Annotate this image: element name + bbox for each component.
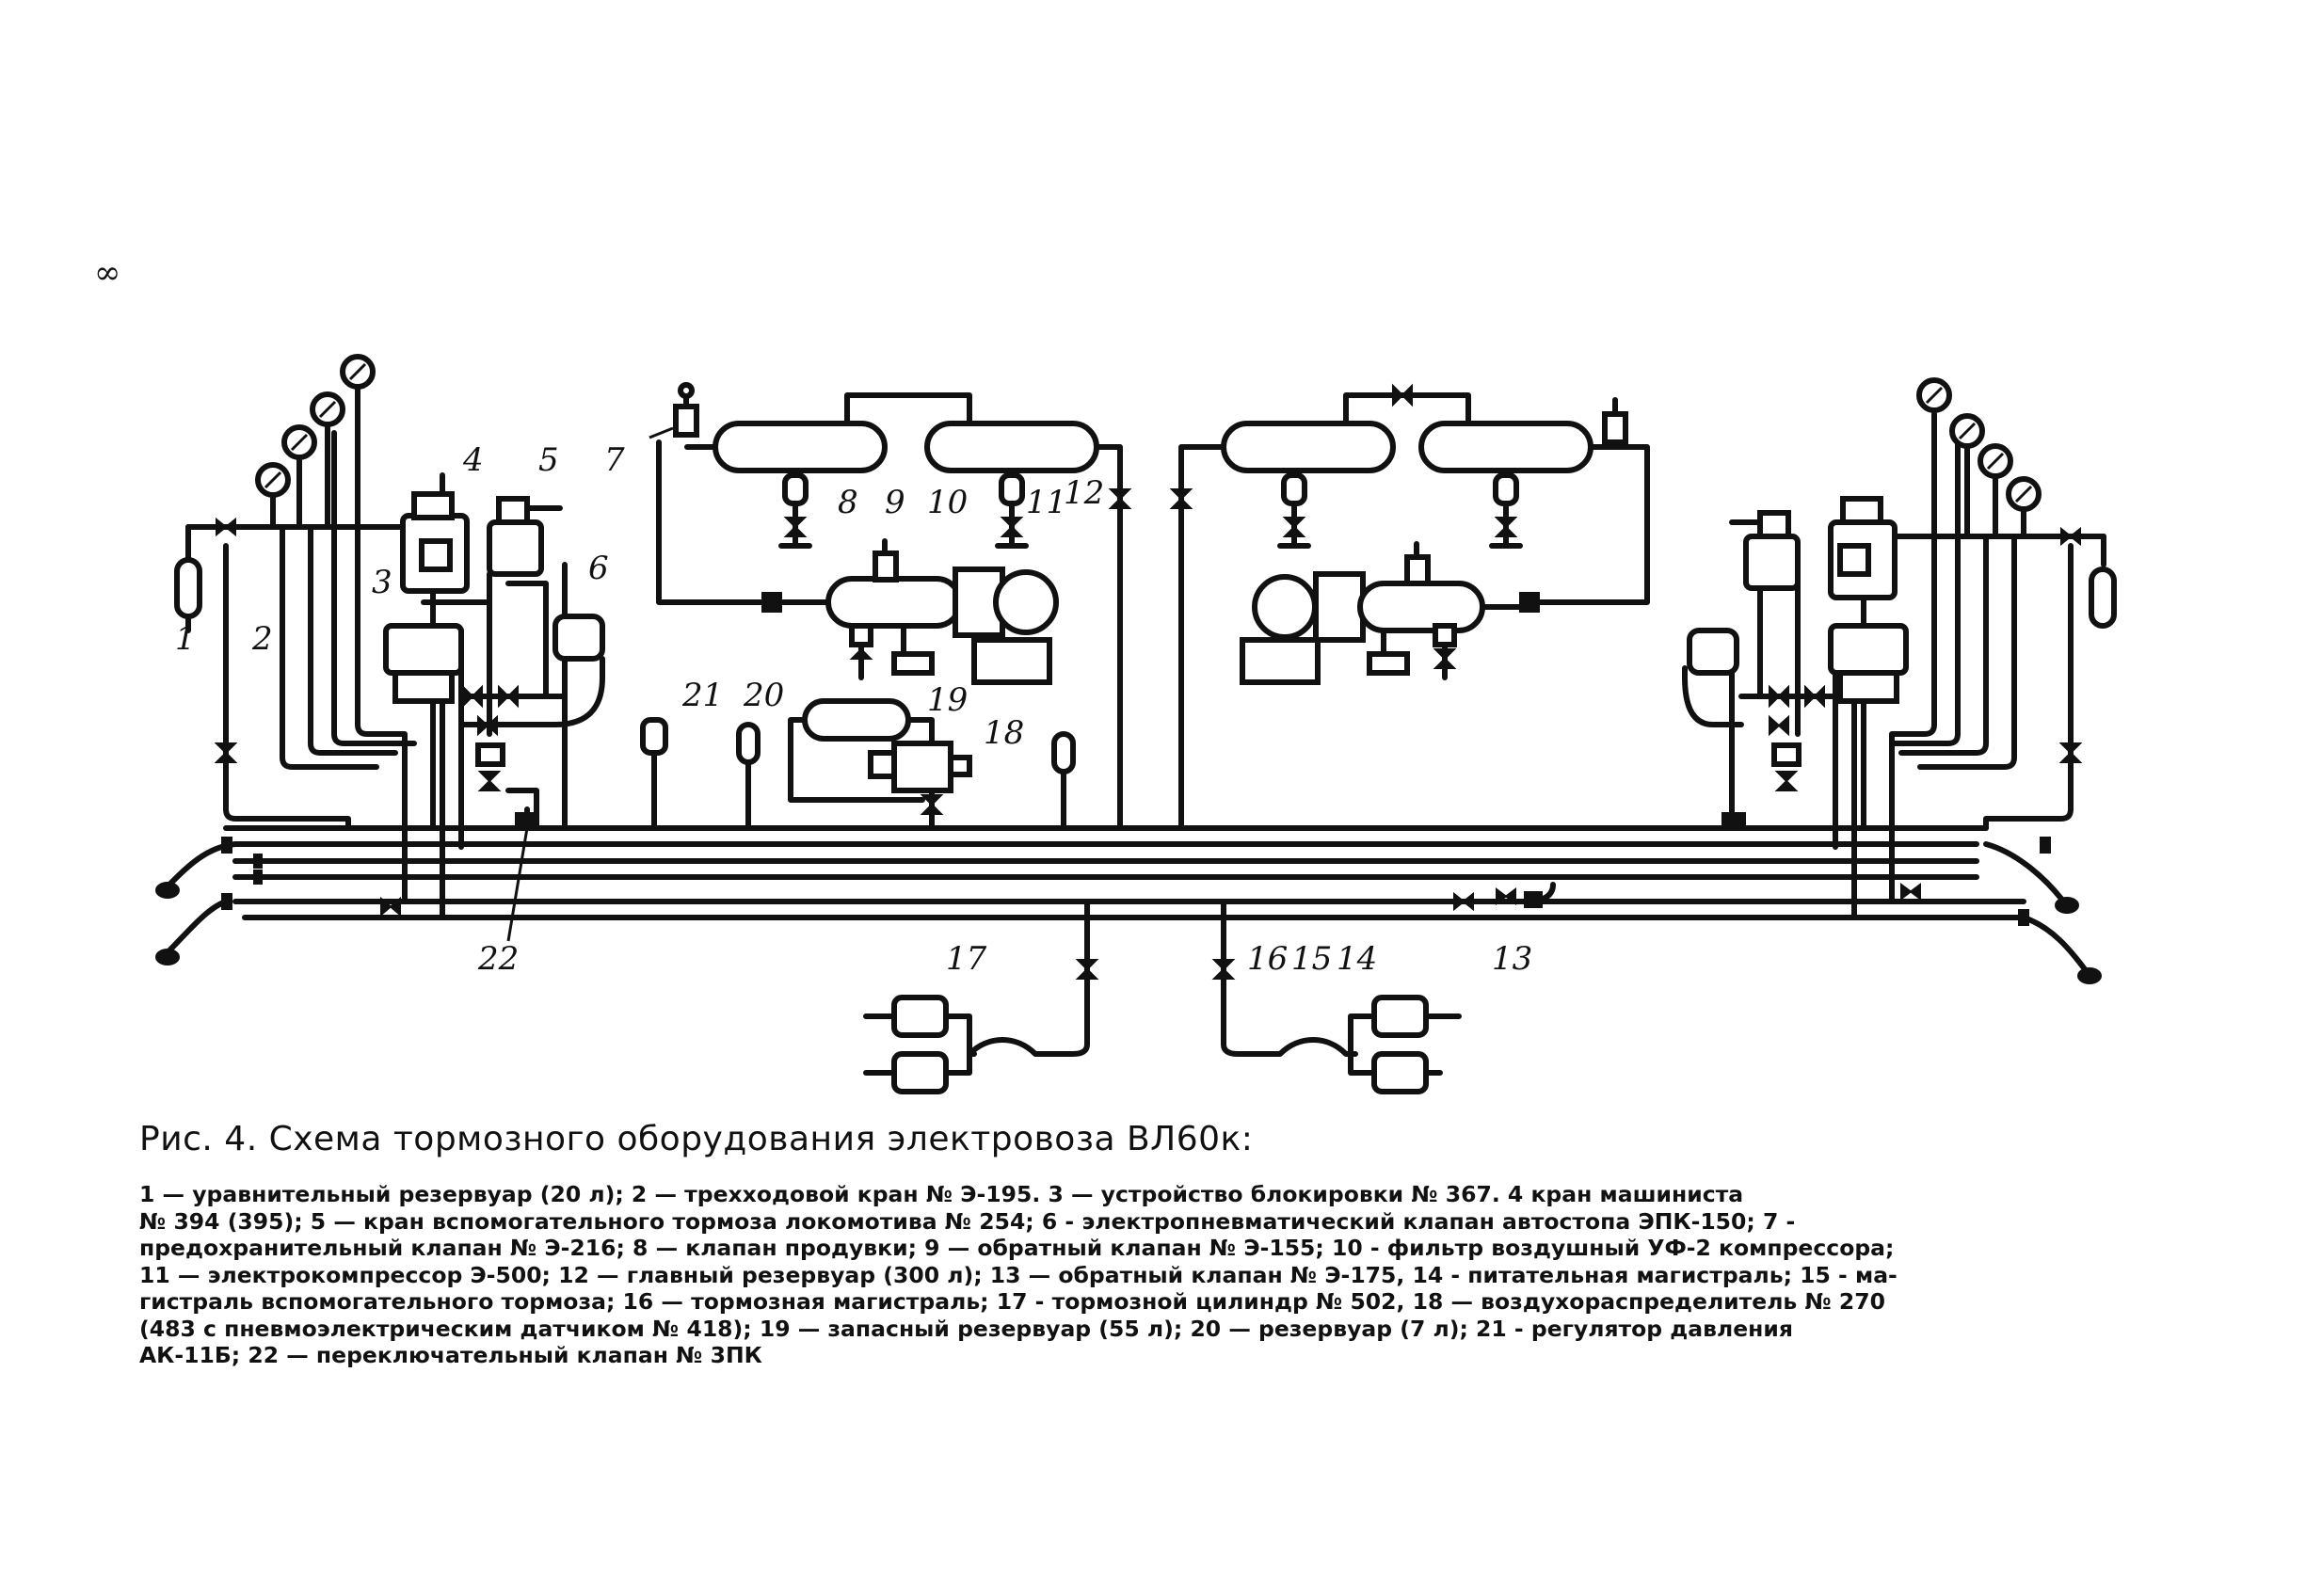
callout-4: 4 (462, 441, 484, 479)
callout-11: 11 (1026, 484, 1066, 521)
left-cab-equipment (174, 354, 605, 942)
right-cab-equipment (1409, 377, 2117, 920)
legend-line: 1 — уравнительный резервуар (20 л); 2 — … (139, 1181, 1744, 1207)
callout-17: 17 (946, 940, 987, 978)
callout-14: 14 (1337, 940, 1377, 978)
callout-9: 9 (885, 484, 905, 521)
main-lines (167, 825, 2088, 972)
callout-19: 19 (927, 681, 968, 719)
callout-7: 7 (604, 441, 625, 479)
callout-5: 5 (538, 441, 559, 479)
legend-line: АК-11Б; 22 — переключательный клапан № 3… (139, 1342, 762, 1368)
legend-line: гистраль вспомогательного тормоза; 16 — … (139, 1288, 1885, 1315)
page-mark: ∞ (94, 254, 121, 292)
figure-legend: 1 — уравнительный резервуар (20 л); 2 — … (139, 1181, 2135, 1369)
callout-6: 6 (588, 550, 609, 587)
air-distributor-group (640, 698, 1076, 831)
callout-2: 2 (251, 620, 273, 658)
callout-20: 20 (743, 677, 784, 714)
callout-16: 16 (1247, 940, 1288, 978)
legend-line: 11 — электрокомпрессор Э-500; 12 — главн… (139, 1261, 1898, 1288)
legend-line: (483 с пневмоэлектрическим датчиком № 41… (139, 1315, 1793, 1342)
callout-21: 21 (681, 677, 723, 714)
callout-18: 18 (984, 714, 1024, 752)
legend-line: предохранительный клапан № Э-216; 8 — кл… (139, 1235, 1895, 1261)
legend-line: № 394 (395); 5 — кран вспомогательного т… (139, 1207, 1796, 1235)
right-main-reservoirs (1169, 383, 1650, 831)
callout-10: 10 (927, 484, 968, 521)
end-couplings (155, 837, 2102, 984)
callout-8: 8 (838, 484, 858, 521)
callout-22: 22 (477, 940, 519, 978)
brake-cylinders (863, 899, 1462, 1094)
callout-12: 12 (1064, 474, 1104, 512)
figure-title: Рис. 4. Схема тормозного оборудования эл… (139, 1120, 1254, 1158)
callout-labels: 1 2 3 4 5 6 7 8 9 10 11 12 13 14 15 16 1… (175, 441, 1532, 978)
callout-1: 1 (175, 620, 196, 658)
callout-13: 13 (1492, 940, 1532, 978)
callout-3: 3 (372, 564, 392, 601)
callout-15: 15 (1291, 940, 1332, 978)
left-main-reservoirs (649, 382, 1132, 831)
